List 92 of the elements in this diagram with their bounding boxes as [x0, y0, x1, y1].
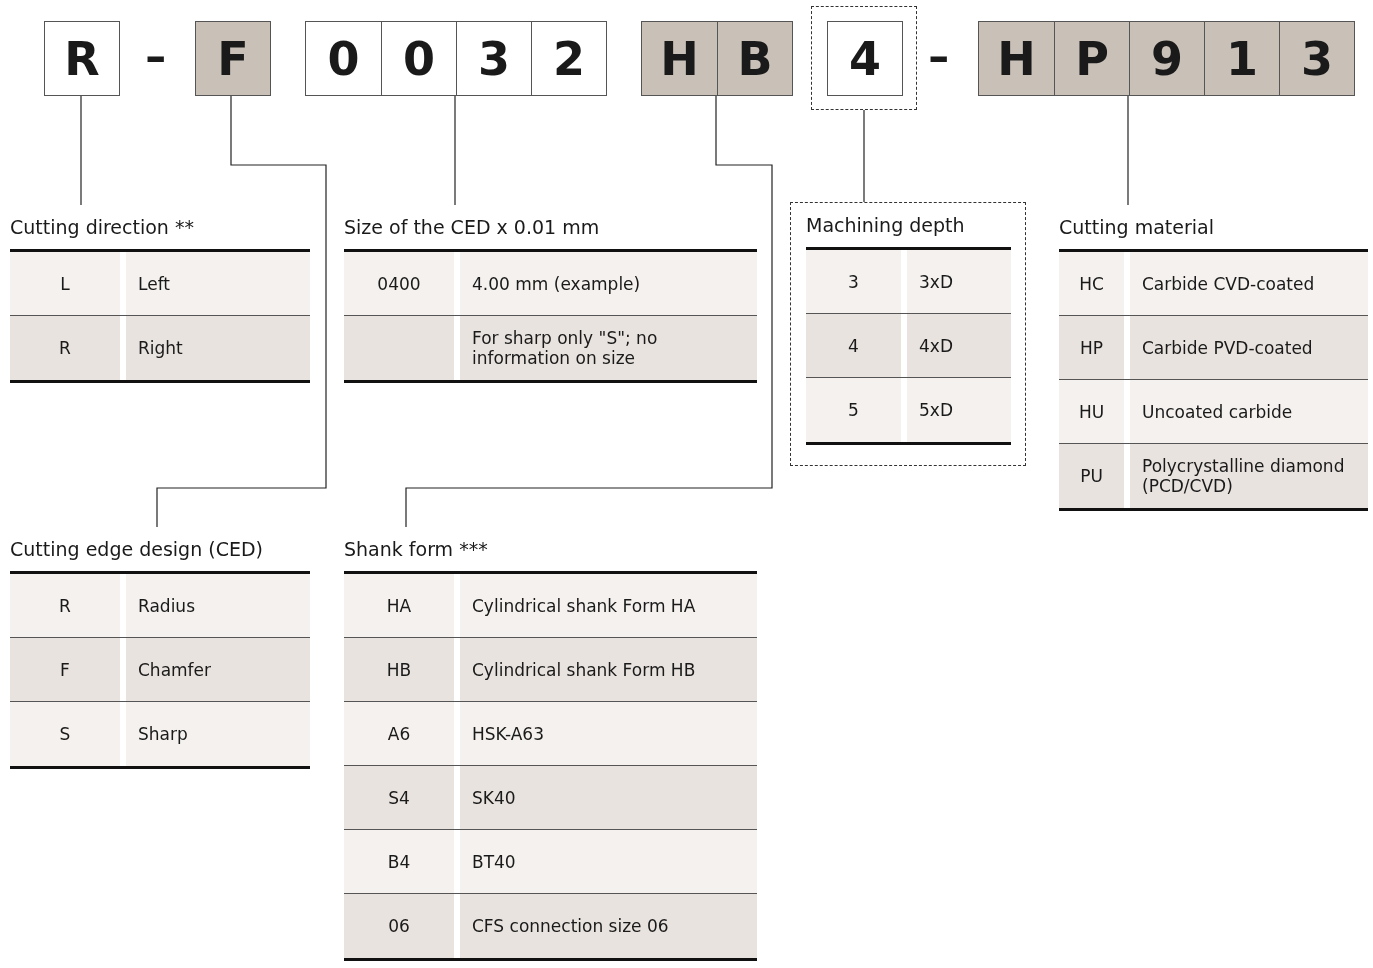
separator-dash: - — [927, 28, 950, 82]
table-row — [10, 316, 310, 380]
table-row — [10, 638, 310, 702]
description-cell: 3xD — [907, 250, 1011, 313]
code-character-cell: 9 — [1129, 22, 1204, 95]
code-segment — [978, 21, 1355, 96]
code-cell: S — [10, 702, 120, 766]
section-heading: Cutting edge design (CED) — [10, 537, 264, 562]
code-character-cell: 2 — [531, 22, 606, 95]
table-row — [344, 766, 757, 830]
table-row — [1059, 444, 1368, 508]
leader-line — [1127, 95, 1129, 206]
table-row — [344, 702, 757, 766]
description-cell: Carbide PVD-coated — [1130, 316, 1368, 379]
code-character-cell: 4 — [827, 21, 903, 96]
description-cell: Cylindrical shank Form HB — [460, 638, 757, 701]
code-cell: L — [10, 252, 120, 315]
description-cell: Right — [126, 316, 310, 380]
table-row — [344, 574, 757, 638]
description-cell: Radius — [126, 574, 310, 637]
code-character-cell: R — [44, 21, 120, 96]
table-row — [806, 314, 1011, 378]
code-cell: 4 — [806, 314, 901, 377]
code-cell: PU — [1059, 444, 1124, 508]
leader-line — [454, 95, 456, 206]
table-row — [806, 250, 1011, 314]
table-row — [1059, 316, 1368, 380]
description-cell: 5xD — [907, 378, 1011, 442]
description-cell: Chamfer — [126, 638, 310, 701]
code-cell: 0400 — [344, 252, 454, 315]
code-character-cell: 0 — [306, 22, 381, 95]
optional-section-frame — [790, 202, 1026, 466]
code-character-cell: F — [195, 21, 271, 96]
code-character-cell: H — [642, 22, 717, 95]
section-heading: Shank form *** — [344, 537, 489, 562]
section-heading: Size of the CED x 0.01 mm — [344, 215, 601, 240]
section-heading: Machining depth — [806, 213, 966, 238]
code-character-cell: 3 — [456, 22, 531, 95]
description-cell: Left — [126, 252, 310, 315]
leader-line — [156, 95, 327, 528]
leader-line — [863, 109, 865, 203]
description-cell: CFS connection size 06 — [460, 894, 757, 958]
code-character-cell: H — [979, 22, 1054, 95]
leader-line — [80, 95, 82, 206]
table-row — [344, 638, 757, 702]
description-cell: Sharp — [126, 702, 310, 766]
code-cell: HC — [1059, 252, 1124, 315]
description-cell: BT40 — [460, 830, 757, 893]
description-cell: Uncoated carbide — [1130, 380, 1368, 443]
table-row — [10, 702, 310, 766]
code-character-cell: P — [1054, 22, 1129, 95]
description-cell: For sharp only "S"; no information on size — [460, 316, 757, 380]
leader-line — [405, 95, 773, 528]
code-cell: 06 — [344, 894, 454, 958]
code-cell: A6 — [344, 702, 454, 765]
table-row — [10, 252, 310, 316]
table-row — [344, 894, 757, 958]
table-row — [1059, 380, 1368, 444]
code-character-cell: 1 — [1204, 22, 1279, 95]
description-cell: 4xD — [907, 314, 1011, 377]
code-segment — [305, 21, 607, 96]
description-cell: HSK-A63 — [460, 702, 757, 765]
code-character-cell: B — [717, 22, 792, 95]
code-cell: 5 — [806, 378, 901, 442]
table-row — [344, 252, 757, 316]
table-row — [10, 574, 310, 638]
code-character-cell: 3 — [1279, 22, 1354, 95]
description-cell: SK40 — [460, 766, 757, 829]
description-cell: 4.00 mm (example) — [460, 252, 757, 315]
table-row — [344, 830, 757, 894]
separator-dash: - — [144, 28, 167, 82]
code-cell: 3 — [806, 250, 901, 313]
description-cell: Cylindrical shank Form HA — [460, 574, 757, 637]
code-cell: S4 — [344, 766, 454, 829]
code-cell: F — [10, 638, 120, 701]
code-cell: R — [10, 316, 120, 380]
section-heading: Cutting direction ** — [10, 215, 195, 240]
code-cell: HA — [344, 574, 454, 637]
code-cell: HP — [1059, 316, 1124, 379]
optional-code-frame — [811, 6, 917, 110]
table-row — [344, 316, 757, 380]
description-cell: Carbide CVD-coated — [1130, 252, 1368, 315]
code-character-cell: 0 — [381, 22, 456, 95]
code-cell: HU — [1059, 380, 1124, 443]
description-cell: Polycrystalline diamond (PCD/CVD) — [1130, 444, 1368, 508]
table-row — [1059, 252, 1368, 316]
table-row — [806, 378, 1011, 442]
code-cell: R — [10, 574, 120, 637]
code-cell: HB — [344, 638, 454, 701]
code-segment — [641, 21, 793, 96]
section-heading: Cutting material — [1059, 215, 1215, 240]
code-cell: B4 — [344, 830, 454, 893]
